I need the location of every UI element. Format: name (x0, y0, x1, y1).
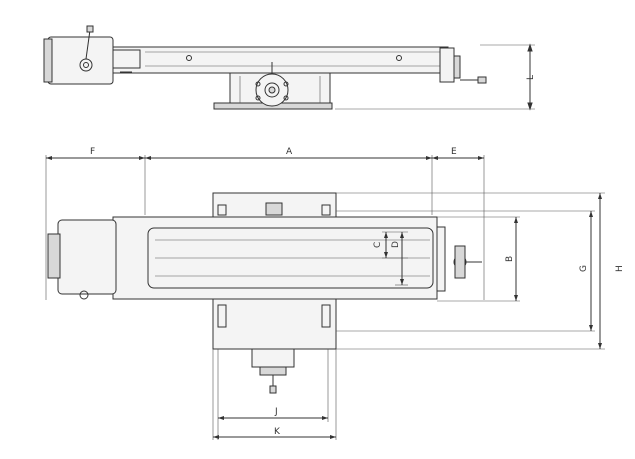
dim-label-G: G (579, 265, 589, 272)
dim-label-C: C (373, 242, 383, 248)
side-motor-housing (47, 36, 114, 85)
dim-label-H: H (615, 265, 625, 272)
side-view (43, 25, 535, 111)
dim-label-J: J (274, 407, 278, 417)
plan-saddle-bottom (212, 298, 337, 350)
plan-table-slot (147, 227, 434, 289)
plan-motor-end (47, 233, 61, 279)
dim-label-B: B (505, 256, 515, 262)
plan-cross-feed (251, 348, 295, 368)
dim-label-L: L (526, 75, 536, 80)
plan-motor-housing (57, 219, 117, 295)
side-end-cap (439, 47, 455, 83)
side-table-bar (112, 46, 449, 74)
plan-view (45, 155, 605, 440)
dim-label-A: A (286, 147, 293, 157)
plan-end-cap (436, 226, 446, 292)
dim-label-K: K (274, 427, 281, 437)
side-motor-end (43, 38, 53, 83)
dim-label-F: F (90, 147, 95, 157)
dim-label-E: E (451, 147, 457, 157)
dim-label-D: D (391, 241, 401, 248)
